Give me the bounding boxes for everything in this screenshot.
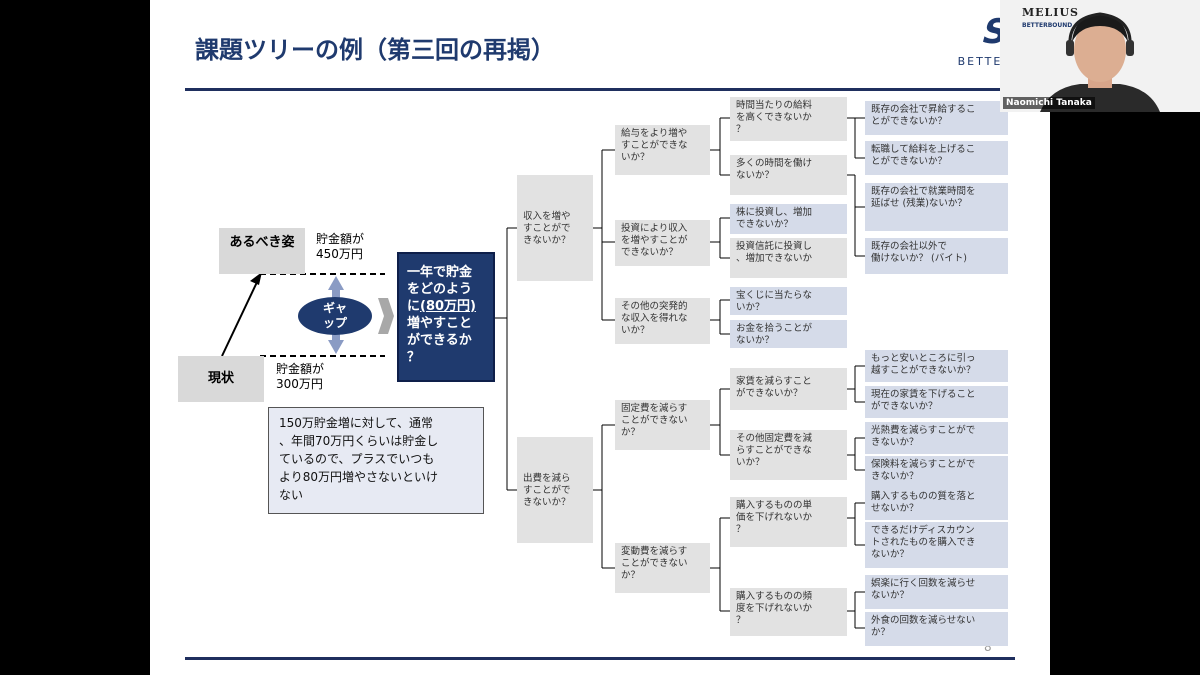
goal-text-pre: 一年で貯金 をどのよう に <box>407 265 473 314</box>
goal-text-amount: (80万円) <box>420 299 476 314</box>
goal-text-post: 増やすこと ができるか ？ <box>407 316 473 365</box>
tree-leaf-discounts: できるだけディスカウン トされたものを購入でき ないか？ <box>865 522 1008 568</box>
tree-leaf-insurance: 保険料を減らすことがで きないか？ <box>865 456 1008 488</box>
tree-leaf-dining-out: 外食の回数を減らせない か？ <box>865 612 1008 646</box>
goal-question-box: 一年で貯金 をどのよう に(80万円) 増やすこと ができるか ？ <box>397 252 495 382</box>
tree-node-variable-costs: 変動費を減らす ことができない か？ <box>615 543 710 593</box>
tree-node-lottery: 宝くじに当たらな いか？ <box>730 287 847 315</box>
page-number: 8 <box>984 640 992 654</box>
tree-leaf-entertainment: 娯楽に行く回数を減らせ ないか？ <box>865 575 1008 609</box>
tree-node-hourly-wage: 時間当たりの給料 を高くできないか ？ <box>730 97 847 141</box>
slide-title: 課題ツリーの例（第三回の再掲） <box>195 36 555 64</box>
savings-note: 150万貯金増に対して、通常 、年間70万円くらいは貯金し ているので、プラスで… <box>268 407 484 514</box>
tree-node-other-fixed-costs: その他固定費を減 らすことができな いか？ <box>730 430 847 480</box>
tree-node-stocks: 株に投資し、増加 できないか？ <box>730 204 847 234</box>
tree-leaf-overtime: 既存の会社で就業時間を 延ばせ (残業)ないか？ <box>865 183 1008 231</box>
tree-leaf-move: もっと安いところに引っ 越すことができないか？ <box>865 350 1008 382</box>
tree-node-work-more-hours: 多くの時間を働け ないか？ <box>730 155 847 195</box>
shared-slide: 課題ツリーの例（第三回の再掲） S BETTERBO 8 <box>150 0 1050 675</box>
participant-avatar <box>1000 0 1200 112</box>
tree-leaf-raise: 既存の会社で昇給するこ とができないか？ <box>865 101 1008 135</box>
gap-label: ギャ ップ <box>298 297 372 335</box>
tree-leaf-utilities: 光熱費を減らすことがで きないか？ <box>865 422 1008 454</box>
tree-leaf-lower-rent: 現在の家賃を下げること ができないか？ <box>865 386 1008 418</box>
tree-leaf-job-change: 転職して給料を上げるこ とができないか？ <box>865 141 1008 175</box>
tree-leaf-lower-quality: 購入するものの質を落と せないか？ <box>865 488 1008 520</box>
tree-node-rent: 家賃を減らすこと ができないか？ <box>730 368 847 410</box>
tree-node-mutual-funds: 投資信託に投資し 、増加できないか <box>730 238 847 278</box>
ideal-savings-text: 貯金額が 450万円 <box>316 232 365 261</box>
tree-node-increase-income: 収入を増や すことがで きないか？ <box>517 175 593 281</box>
betterbound-logo: BETTERBOUND <box>1022 22 1073 29</box>
tree-node-unit-price: 購入するものの単 価を下げれないか ？ <box>730 497 847 547</box>
current-savings-text: 貯金額が 300万円 <box>276 362 325 391</box>
current-state-box: 現状 <box>178 356 264 402</box>
tree-node-fixed-costs: 固定費を減らす ことができない か？ <box>615 400 710 450</box>
tree-node-salary: 給与をより増や すことができな いか？ <box>615 125 710 175</box>
participant-name: Naomichi Tanaka <box>1003 97 1095 109</box>
current-label: 現状 <box>207 371 234 386</box>
tree-node-frequency: 購入するものの頻 度を下げれないか ？ <box>730 588 847 636</box>
tree-node-windfall: その他の突発的 な収入を得れな いか？ <box>615 298 710 344</box>
bottom-rule <box>185 657 1015 660</box>
ideal-state-box: あるべき姿 <box>219 228 305 274</box>
ideal-label: あるべき姿 <box>229 235 295 250</box>
melius-logo: MELIUS <box>1022 6 1079 19</box>
tree-leaf-side-job: 既存の会社以外で 働けないか？ (バイト) <box>865 238 1008 274</box>
tree-node-investment: 投資により収入 を増やすことが できないか？ <box>615 220 710 266</box>
top-rule <box>185 88 1015 91</box>
tree-node-reduce-expenses: 出費を減ら すことがで きないか？ <box>517 437 593 543</box>
tree-node-find-money: お金を拾うことが ないか？ <box>730 320 847 348</box>
participant-video-tile[interactable]: MELIUS BETTERBOUND Naomichi Tanaka <box>1000 0 1200 112</box>
